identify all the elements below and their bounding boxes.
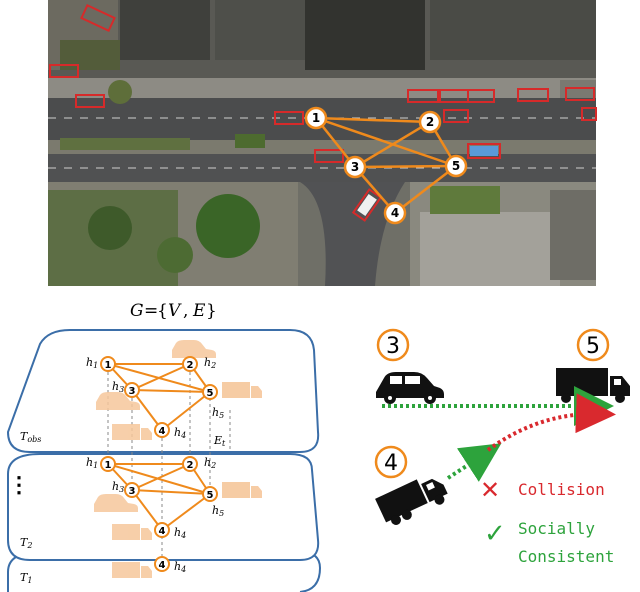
t2-node-5: 5 — [202, 486, 218, 502]
tobs-node-4: 4 — [154, 422, 170, 438]
agent-4-badge: 4 — [374, 445, 408, 479]
t2-node-4: 4 — [154, 522, 170, 538]
agent-5-label: 5 — [586, 334, 600, 359]
aerial-photo: 1 2 3 4 5 — [48, 0, 597, 286]
agent-5-badge: 5 — [576, 328, 610, 362]
h4-tobs: h4 — [174, 426, 186, 440]
check-icon: ✓ — [484, 519, 506, 549]
edge-label-tobs: Et — [213, 434, 226, 448]
aerial-graph-nodes: 1 2 3 4 5 — [304, 106, 468, 225]
formula-comma: , — [183, 301, 188, 321]
aerial-node-label: 4 — [391, 206, 399, 220]
node-label: 3 — [129, 486, 136, 497]
node-label: 4 — [159, 526, 166, 537]
trajectory-consistent — [446, 443, 502, 482]
truck-icon-left — [375, 478, 448, 525]
layer-label-t1: T1 — [20, 571, 32, 585]
h2-t2: h2 — [204, 456, 216, 470]
node-label: 1 — [105, 460, 112, 471]
trajectory-collision — [486, 393, 616, 452]
aerial-node-label: 5 — [452, 159, 460, 173]
formula-lbrace: { — [157, 301, 168, 321]
interaction-scenario: 3 5 4 — [374, 328, 630, 566]
consistent-label-2: Consistent — [518, 547, 614, 566]
aerial-node-2: 2 — [418, 110, 442, 134]
node-label: 2 — [187, 460, 194, 471]
node-label: 2 — [187, 360, 194, 371]
aerial-node-1: 1 — [304, 106, 328, 130]
temporal-layers: ⋮ Tobs T2 T1 — [6, 329, 322, 592]
h5-tobs: h5 — [212, 406, 224, 420]
layer-graph-nodes: 1 2 3 5 4 1 2 3 5 4 4 — [100, 356, 218, 572]
aerial-node-4: 4 — [383, 201, 407, 225]
node-label: 5 — [207, 388, 214, 399]
t1-node-4: 4 — [154, 556, 170, 572]
h2-tobs: h2 — [204, 356, 216, 370]
t2-node-3: 3 — [124, 482, 140, 498]
h3-t2: h3 — [112, 480, 124, 494]
agent-4-label: 4 — [384, 451, 398, 476]
tobs-node-5: 5 — [202, 384, 218, 400]
aerial-node-label: 1 — [312, 111, 320, 125]
formula-rbrace: } — [206, 301, 217, 321]
h3-tobs: h3 — [112, 380, 124, 394]
h4-t2: h4 — [174, 526, 186, 540]
t2-node-1: 1 — [100, 456, 116, 472]
temporal-connectors — [107, 372, 231, 564]
truck-icon-right — [556, 368, 630, 403]
collision-label: Collision — [518, 480, 605, 499]
car-icon — [376, 372, 444, 404]
agent-3-label: 3 — [386, 334, 400, 359]
h4-t1: h4 — [174, 560, 186, 574]
layer-ellipsis: ⋮ — [8, 472, 30, 498]
formula-G: G — [130, 301, 144, 321]
node-label: 4 — [159, 560, 166, 571]
aerial-node-label: 3 — [351, 160, 359, 174]
formula-V: V — [168, 301, 182, 321]
graph-formula: G = { V , E } — [130, 301, 217, 321]
hidden-state-labels: h1 h2 h3 h5 h4 Et h1 h2 h3 h5 h4 h4 — [86, 356, 226, 574]
h1-tobs: h1 — [86, 356, 98, 370]
aerial-node-3: 3 — [343, 155, 367, 179]
node-label: 3 — [129, 386, 136, 397]
t2-node-2: 2 — [182, 456, 198, 472]
layer-label-t2: T2 — [20, 536, 32, 550]
h1-t2: h1 — [86, 456, 98, 470]
layer-label-tobs: Tobs — [20, 430, 41, 444]
agent-3-badge: 3 — [376, 328, 410, 362]
node-label: 1 — [105, 360, 112, 371]
formula-E: E — [192, 301, 206, 321]
tobs-node-3: 3 — [124, 382, 140, 398]
tobs-node-1: 1 — [100, 356, 116, 372]
collision-icon: ✕ — [480, 476, 500, 504]
layer-t2 — [7, 453, 320, 561]
h5-t2: h5 — [212, 504, 224, 518]
node-label: 4 — [159, 426, 166, 437]
consistent-label-1: Socially — [518, 519, 595, 538]
formula-eq: = — [144, 301, 158, 321]
aerial-node-5: 5 — [444, 154, 468, 178]
tobs-edges — [107, 363, 211, 431]
tobs-node-2: 2 — [182, 356, 198, 372]
node-label: 5 — [207, 490, 214, 501]
aerial-node-label: 2 — [426, 115, 434, 129]
